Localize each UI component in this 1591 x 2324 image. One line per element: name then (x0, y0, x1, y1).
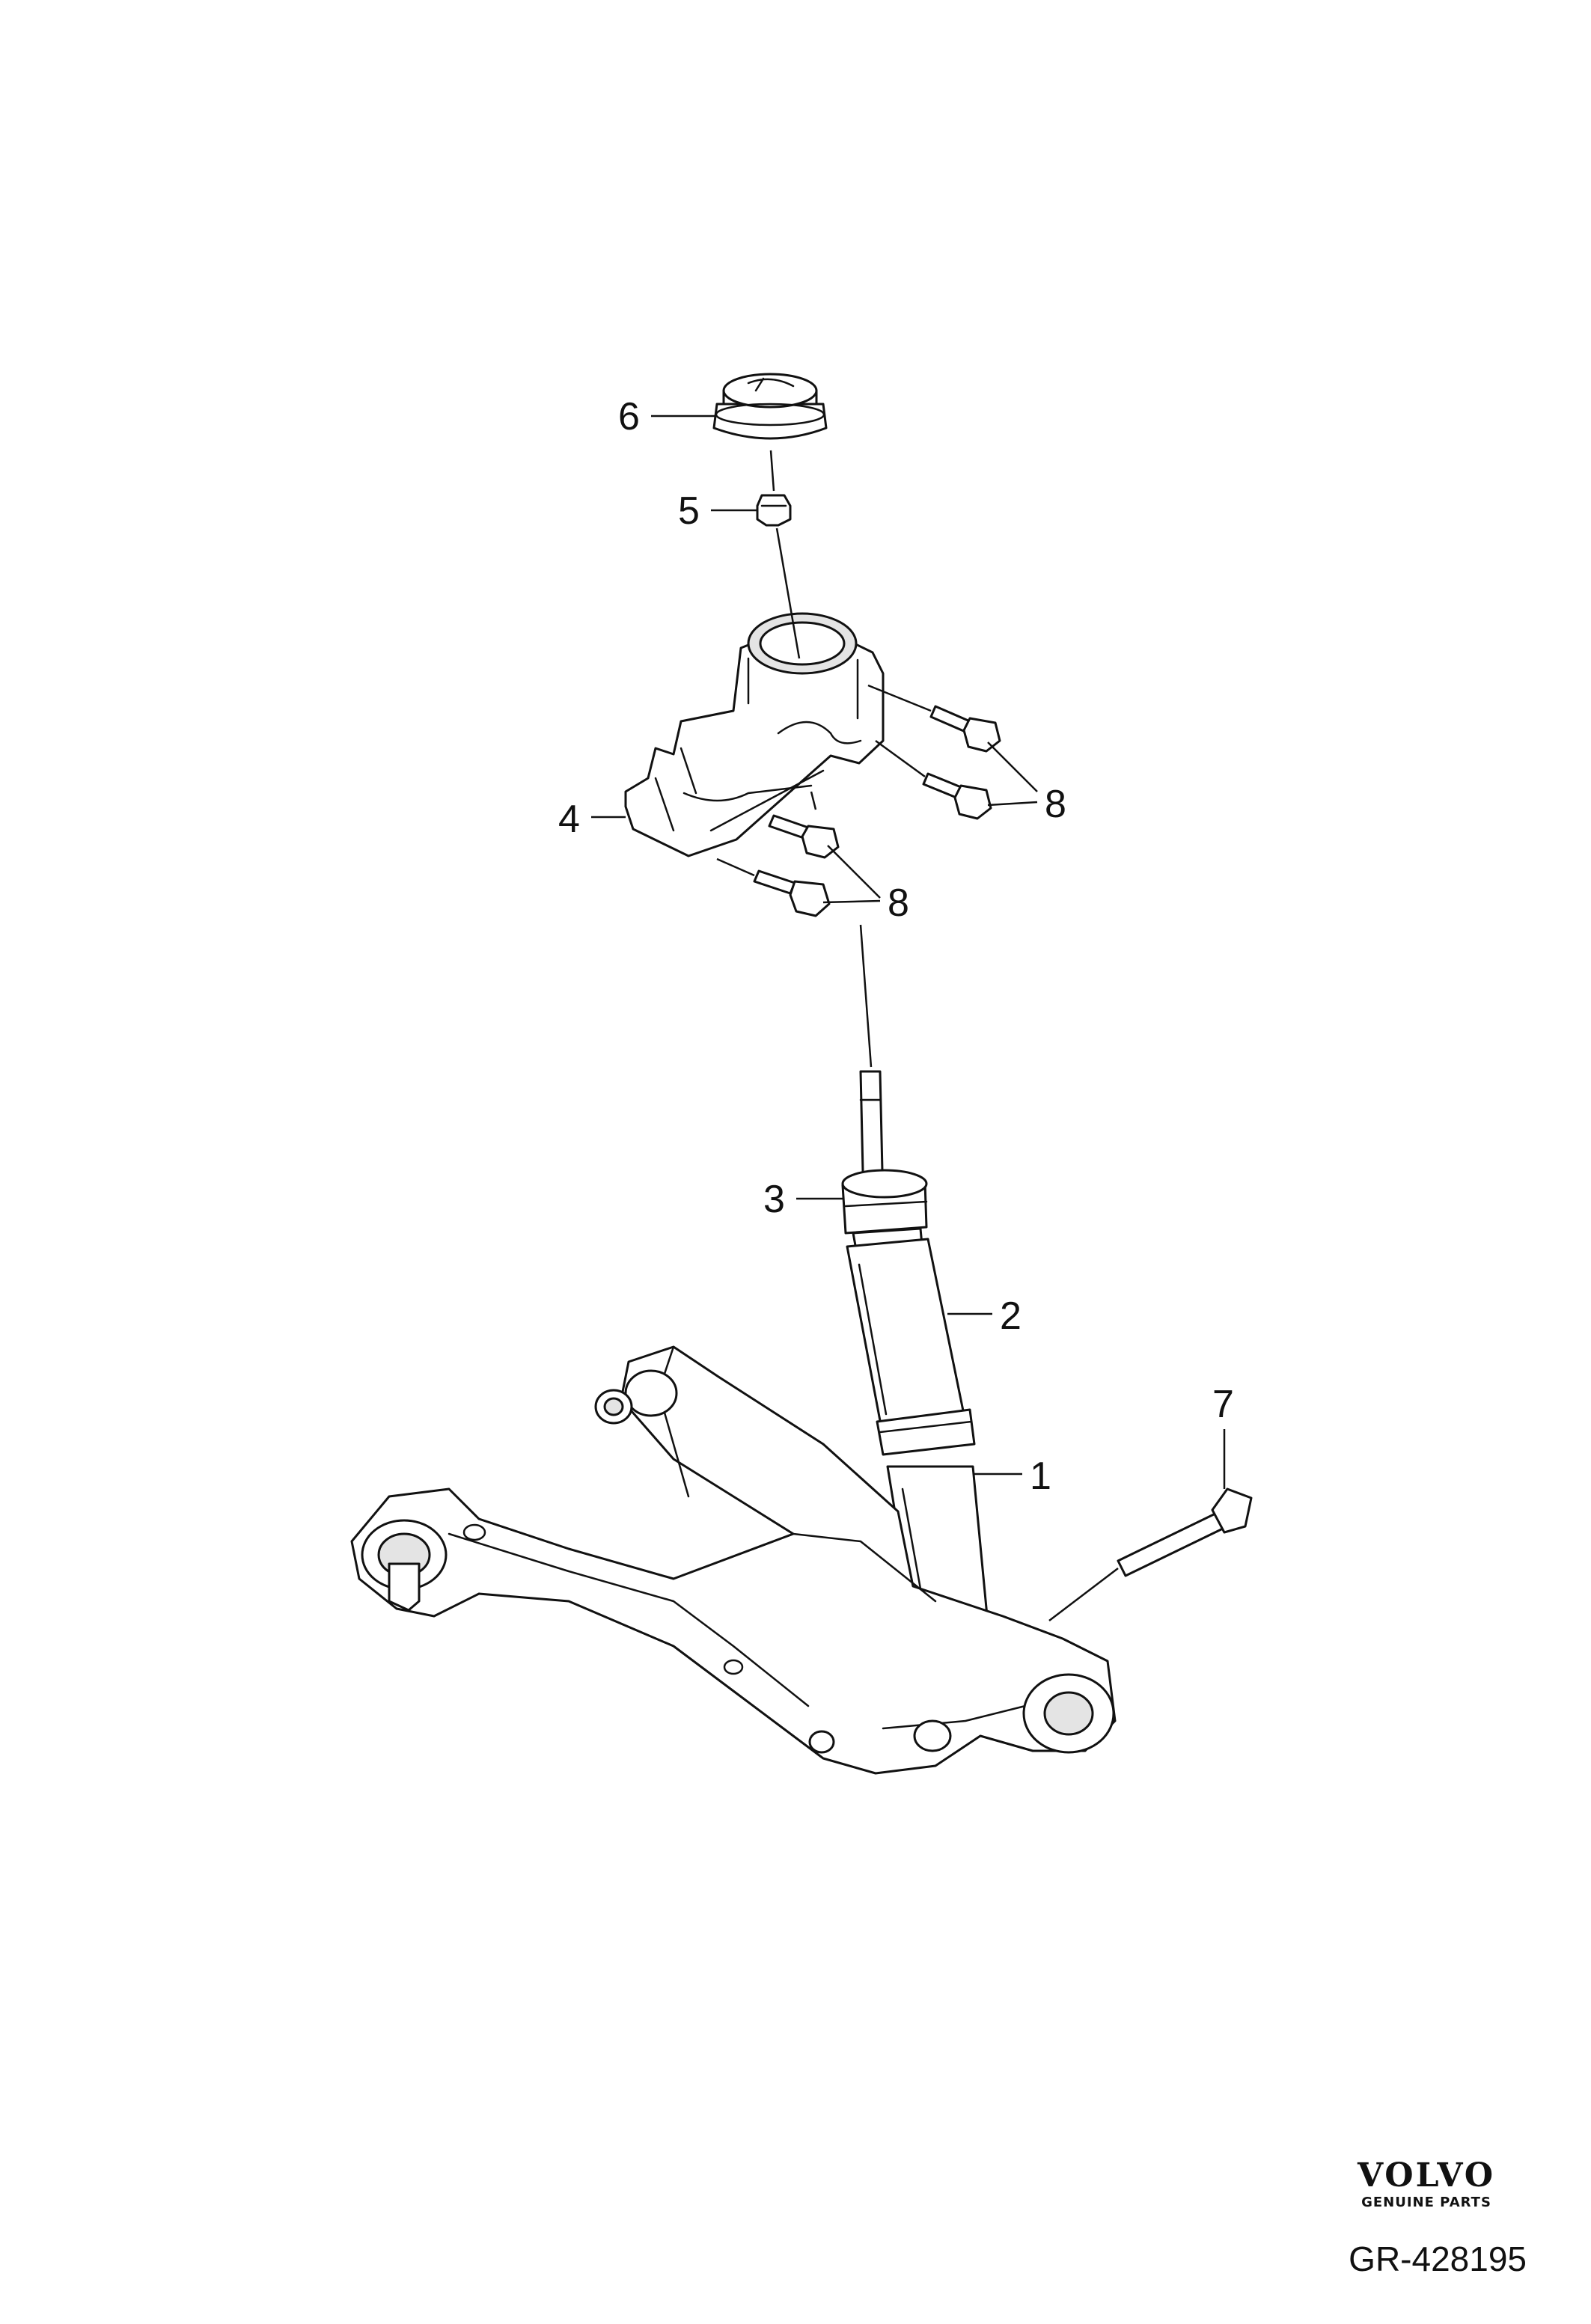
part-6-dust-cap (712, 373, 828, 440)
figure-reference: GR-428195 (1349, 2239, 1527, 2278)
callout-6: 6 (618, 395, 640, 438)
brand-name: VOLVO (1357, 2156, 1496, 2195)
brand-logo: VOLVO GENUINE PARTS (1329, 2158, 1524, 2212)
part-8-bolt-b (922, 772, 992, 820)
callout-1: 1 (1030, 1455, 1051, 1498)
callout-labels: 6 5 4 8 8 3 2 1 7 (558, 395, 1234, 1498)
part-2-dust-boot (846, 1238, 976, 1456)
lower-control-arm (350, 1345, 1117, 1775)
callout-4: 4 (558, 798, 580, 841)
callout-8-lower: 8 (888, 881, 909, 925)
part-5-nut (756, 494, 792, 527)
callout-2: 2 (1000, 1294, 1022, 1338)
assembly-guide-lines (716, 450, 1119, 1621)
part-8-bolt-d (753, 869, 831, 917)
part-8-bolt-a (929, 705, 1001, 753)
part-3-bump-stop (841, 1169, 928, 1251)
callout-5: 5 (678, 489, 700, 533)
part-4-upper-mount (624, 612, 885, 857)
part-8-bolt-c (768, 814, 840, 859)
part-7-long-bolt (1117, 1487, 1253, 1577)
callout-8-upper: 8 (1045, 783, 1066, 826)
callout-7: 7 (1212, 1383, 1234, 1426)
brand-tagline: GENUINE PARTS (1361, 2195, 1491, 2210)
callout-3: 3 (763, 1178, 785, 1221)
callout-leaders (591, 415, 1226, 1489)
